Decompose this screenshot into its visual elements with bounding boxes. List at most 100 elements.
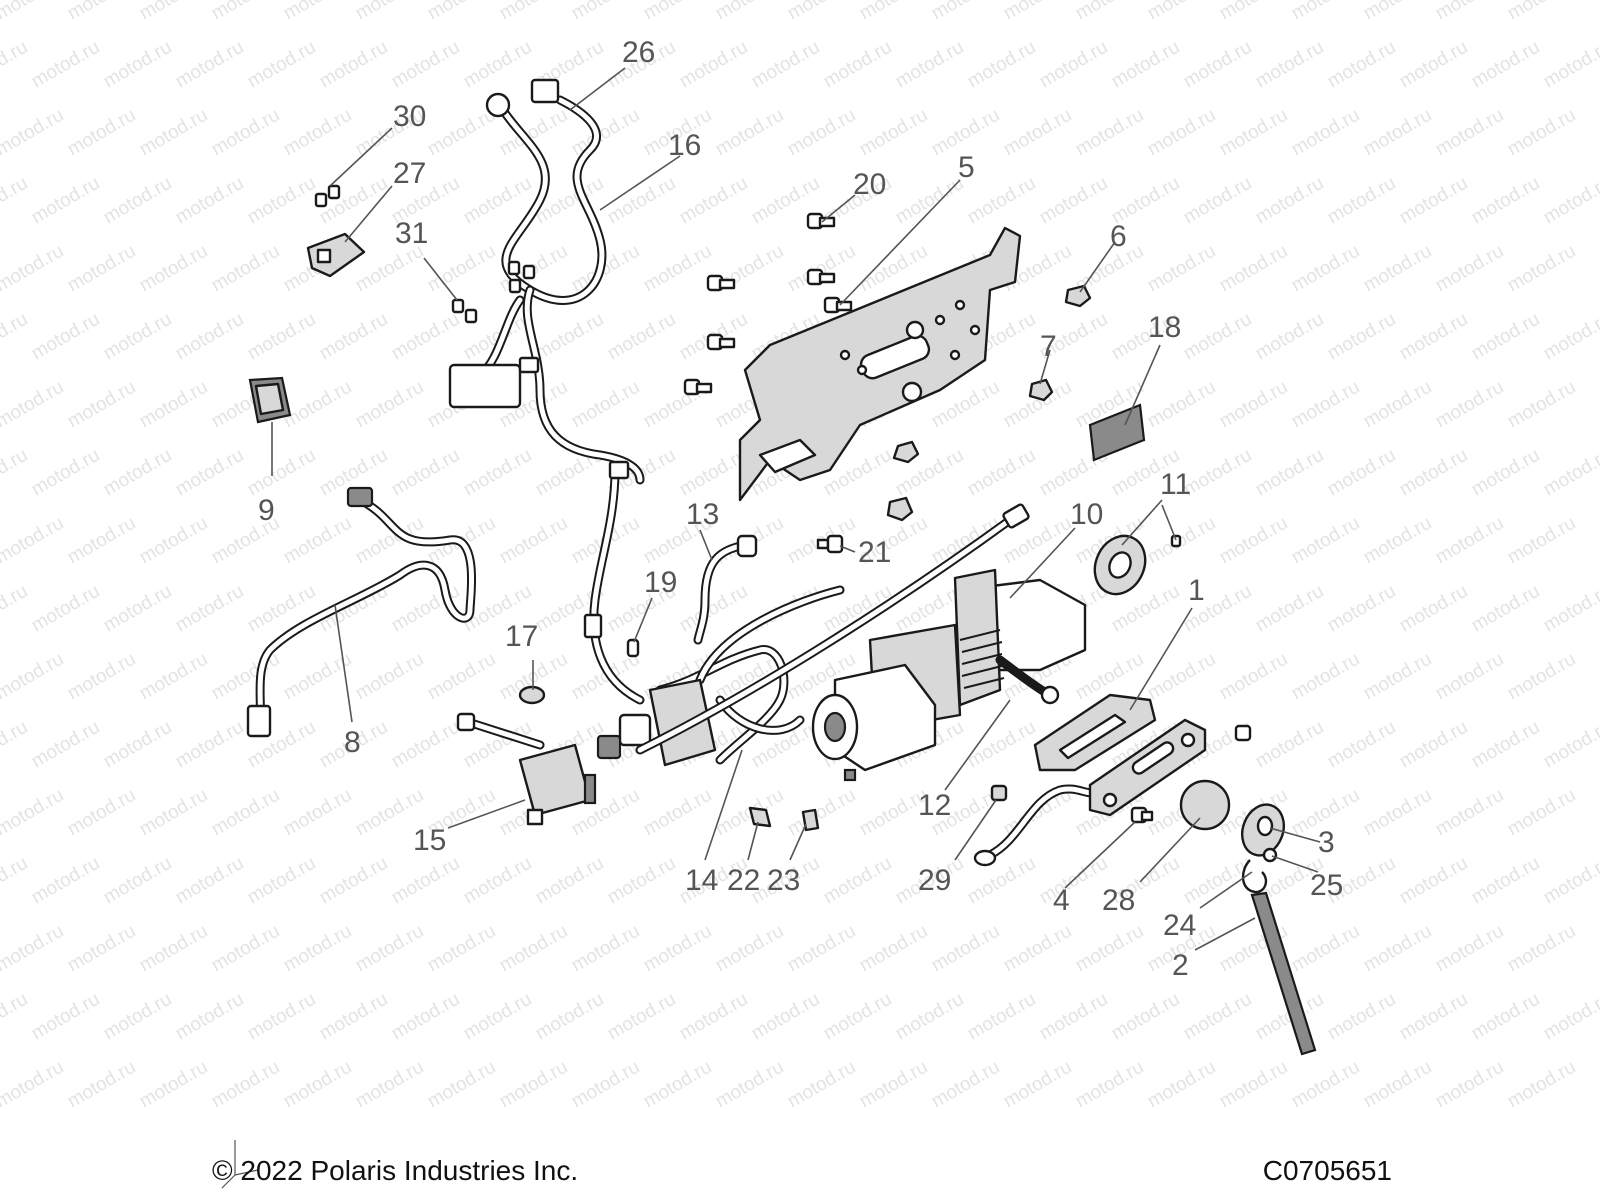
watermark-text: motod.ru: [820, 37, 895, 93]
watermark-text: motod.ru: [1288, 105, 1363, 161]
watermark-text: motod.ru: [892, 37, 967, 93]
watermark-text: motod.ru: [712, 105, 787, 161]
callout-31: 31: [395, 217, 428, 250]
watermark-text: motod.ru: [964, 989, 1039, 1045]
watermark-text: motod.ru: [1468, 37, 1543, 93]
watermark-text: motod.ru: [532, 309, 607, 365]
watermark-text: motod.ru: [1360, 1057, 1435, 1113]
watermark-text: motod.ru: [1360, 241, 1435, 297]
watermark-text: motod.ru: [352, 649, 427, 705]
watermark-text: motod.ru: [1324, 989, 1399, 1045]
watermark-text: motod.ru: [388, 37, 463, 93]
watermark-text: motod.ru: [928, 1057, 1003, 1113]
watermark-text: motod.ru: [388, 445, 463, 501]
watermark-text: motod.ru: [1540, 173, 1600, 229]
watermark-text: motod.ru: [64, 1057, 139, 1113]
part-bracket-1: [1033, 693, 1157, 772]
watermark-text: motod.ru: [136, 0, 211, 24]
callout-4: 4: [1053, 884, 1070, 917]
watermark-text: motod.ru: [208, 0, 283, 24]
callout-24: 24: [1163, 909, 1196, 942]
part-nut-6: [1064, 284, 1092, 308]
watermark-text: motod.ru: [1144, 649, 1219, 705]
callout-5: 5: [958, 151, 975, 184]
watermark-text: motod.ru: [316, 989, 391, 1045]
watermark-text: motod.ru: [1504, 921, 1579, 977]
watermark-text: motod.ru: [1252, 309, 1327, 365]
callout-12: 12: [918, 789, 951, 822]
watermark-text: motod.ru: [1432, 105, 1507, 161]
watermark-text: motod.ru: [1216, 0, 1291, 24]
watermark-text: motod.ru: [784, 785, 859, 841]
watermark-text: motod.ru: [64, 105, 139, 161]
watermark-text: motod.ru: [1432, 649, 1507, 705]
watermark-text: motod.ru: [64, 785, 139, 841]
part-connector-27: [306, 232, 366, 278]
watermark-text: motod.ru: [1360, 513, 1435, 569]
watermark-text: motod.ru: [532, 853, 607, 909]
axis-glyph-icon: [221, 1140, 259, 1189]
watermark-text: motod.ru: [568, 1057, 643, 1113]
watermark-text: motod.ru: [1288, 377, 1363, 433]
watermark-text: motod.ru: [856, 1057, 931, 1113]
watermark-text: motod.ru: [892, 173, 967, 229]
watermark-text: motod.ru: [280, 649, 355, 705]
callout-13: 13: [686, 498, 719, 531]
watermark-text: motod.ru: [856, 921, 931, 977]
watermark-text: motod.ru: [1396, 717, 1471, 773]
watermark-text: motod.ru: [1468, 717, 1543, 773]
watermark-text: motod.ru: [784, 105, 859, 161]
watermark-text: motod.ru: [64, 0, 139, 24]
part-stopper-28: [1179, 779, 1231, 831]
watermark-text: motod.ru: [1072, 105, 1147, 161]
watermark-text: motod.ru: [532, 989, 607, 1045]
watermark-text: motod.ru: [0, 513, 67, 569]
watermark-text: motod.ru: [0, 853, 31, 909]
watermark-text: motod.ru: [0, 241, 67, 297]
watermark-text: motod.ru: [100, 445, 175, 501]
watermark-text: motod.ru: [388, 717, 463, 773]
watermark-text: motod.ru: [1288, 513, 1363, 569]
figure-code: C0705651: [1263, 1155, 1392, 1186]
watermark-text: motod.ru: [1540, 853, 1600, 909]
watermark-text: motod.ru: [0, 37, 31, 93]
watermark-text: motod.ru: [244, 989, 319, 1045]
watermark-text: motod.ru: [1360, 377, 1435, 433]
watermark-text: motod.ru: [0, 921, 67, 977]
watermark-text: motod.ru: [640, 921, 715, 977]
callout-30: 30: [393, 100, 426, 133]
callout-14: 14: [685, 864, 718, 897]
watermark-text: motod.ru: [604, 853, 679, 909]
watermark-text: motod.ru: [100, 717, 175, 773]
watermark-text: motod.ru: [0, 989, 31, 1045]
part-bolt-21: [816, 534, 844, 554]
watermark-text: motod.ru: [1216, 377, 1291, 433]
watermark-text: motod.ru: [1036, 37, 1111, 93]
callout-1: 1: [1188, 574, 1205, 607]
watermark-text: motod.ru: [316, 853, 391, 909]
watermark-text: motod.ru: [928, 921, 1003, 977]
watermark-text: motod.ru: [100, 173, 175, 229]
watermark-text: motod.ru: [136, 377, 211, 433]
watermark-text: motod.ru: [1144, 241, 1219, 297]
part-rocker-switch-9: [248, 376, 292, 424]
part-nut-7: [1028, 378, 1054, 402]
watermark-text: motod.ru: [1360, 785, 1435, 841]
watermark-text: motod.ru: [352, 921, 427, 977]
watermark-text: motod.ru: [28, 581, 103, 637]
watermark-text: motod.ru: [784, 1057, 859, 1113]
watermark-text: motod.ru: [1072, 1057, 1147, 1113]
watermark-text: motod.ru: [496, 513, 571, 569]
part-cable-extension: [635, 503, 1030, 755]
callout-7: 7: [1040, 330, 1057, 363]
watermark-text: motod.ru: [64, 649, 139, 705]
watermark-text: motod.ru: [136, 1057, 211, 1113]
watermark-text: motod.ru: [1108, 37, 1183, 93]
watermark-text: motod.ru: [1000, 1057, 1075, 1113]
part-bolt-4: [1130, 724, 1252, 824]
watermark-text: motod.ru: [244, 309, 319, 365]
watermark-text: motod.ru: [100, 581, 175, 637]
watermark-text: motod.ru: [28, 173, 103, 229]
watermark-text: motod.ru: [820, 989, 895, 1045]
watermark-text: motod.ru: [1504, 649, 1579, 705]
